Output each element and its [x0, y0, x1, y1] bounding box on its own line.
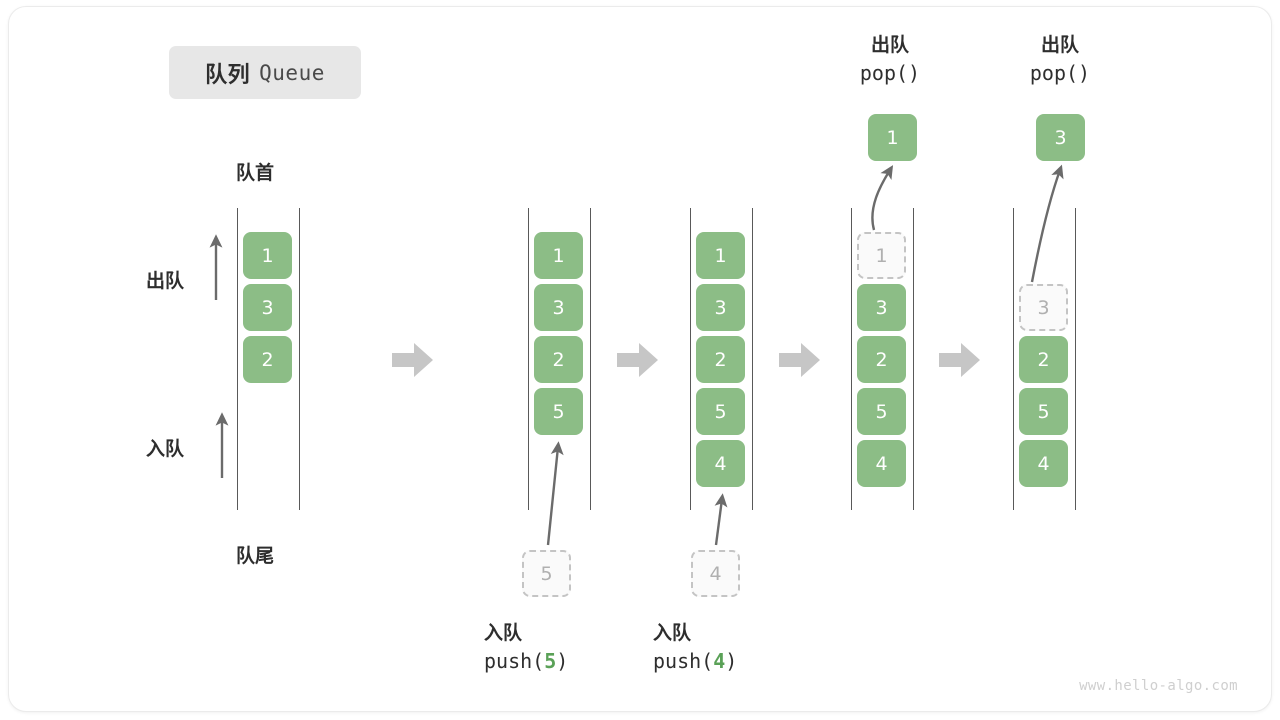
queue-cell: 5	[696, 388, 745, 435]
queue-cell: 4	[857, 440, 906, 487]
rail-left	[237, 208, 238, 510]
pop-caption-1-code: pop()	[859, 61, 921, 85]
push-4-code-suffix: )	[725, 649, 738, 673]
pop-caption-1: 出队 pop()	[827, 32, 953, 88]
queue-cell: 5	[534, 388, 583, 435]
rail-right	[1075, 208, 1076, 510]
incoming-ghost-cell-4: 4	[691, 550, 740, 597]
push-caption-4: 入队 push(4)	[653, 620, 779, 676]
push-4-code-value: 4	[713, 649, 726, 673]
push-caption-5-cn: 入队	[484, 622, 523, 644]
queue-cell: 1	[243, 232, 292, 279]
popped-cell-1: 1	[868, 114, 917, 161]
rail-right	[913, 208, 914, 510]
rail-right	[590, 208, 591, 510]
queue-cell: 1	[534, 232, 583, 279]
queue-cell: 3	[534, 284, 583, 331]
diagram-title-badge: 队列 Queue	[169, 46, 361, 99]
push-caption-5-code: push(5)	[484, 646, 610, 676]
title-en: Queue	[259, 60, 325, 85]
pop-caption-1-cn: 出队	[870, 34, 909, 56]
pop-caption-3-code: pop()	[1029, 61, 1091, 85]
push-caption-4-cn: 入队	[653, 622, 692, 644]
queue-cell: 4	[1019, 440, 1068, 487]
queue-cell: 4	[696, 440, 745, 487]
queue-cell: 5	[857, 388, 906, 435]
rail-right	[752, 208, 753, 510]
step-arrow-icon	[939, 341, 981, 379]
queue-tail-label: 队尾	[236, 545, 275, 567]
push-caption-4-code: push(4)	[653, 646, 779, 676]
dequeue-direction-label: 出队	[146, 270, 185, 292]
pop-caption-3-cn: 出队	[1040, 34, 1079, 56]
queue-cell: 3	[696, 284, 745, 331]
queue-cell: 2	[534, 336, 583, 383]
queue-cell: 5	[1019, 388, 1068, 435]
rail-right	[299, 208, 300, 510]
rail-left	[1013, 208, 1014, 510]
step-arrow-icon	[617, 341, 659, 379]
push-5-code-suffix: )	[556, 649, 569, 673]
rail-left	[690, 208, 691, 510]
popped-cell-3: 3	[1036, 114, 1085, 161]
queue-cell: 2	[696, 336, 745, 383]
queue-cell-ghost: 3	[1019, 284, 1068, 331]
queue-cell: 1	[696, 232, 745, 279]
rail-left	[528, 208, 529, 510]
push-5-code-prefix: push(	[484, 649, 545, 673]
queue-cell: 2	[1019, 336, 1068, 383]
enqueue-direction-label: 入队	[146, 438, 185, 460]
incoming-ghost-cell-5: 5	[522, 550, 571, 597]
queue-cell: 2	[857, 336, 906, 383]
pop-caption-3: 出队 pop()	[997, 32, 1123, 88]
step-arrow-icon	[392, 341, 434, 379]
title-cn: 队列	[205, 62, 251, 88]
watermark: www.hello-algo.com	[1079, 678, 1238, 694]
queue-cell: 2	[243, 336, 292, 383]
push-5-code-value: 5	[544, 649, 557, 673]
queue-cell: 3	[857, 284, 906, 331]
push-caption-5: 入队 push(5)	[484, 620, 610, 676]
push-4-code-prefix: push(	[653, 649, 714, 673]
rail-left	[851, 208, 852, 510]
queue-cell-ghost: 1	[857, 232, 906, 279]
step-arrow-icon	[779, 341, 821, 379]
queue-head-label: 队首	[236, 162, 275, 184]
queue-cell: 3	[243, 284, 292, 331]
